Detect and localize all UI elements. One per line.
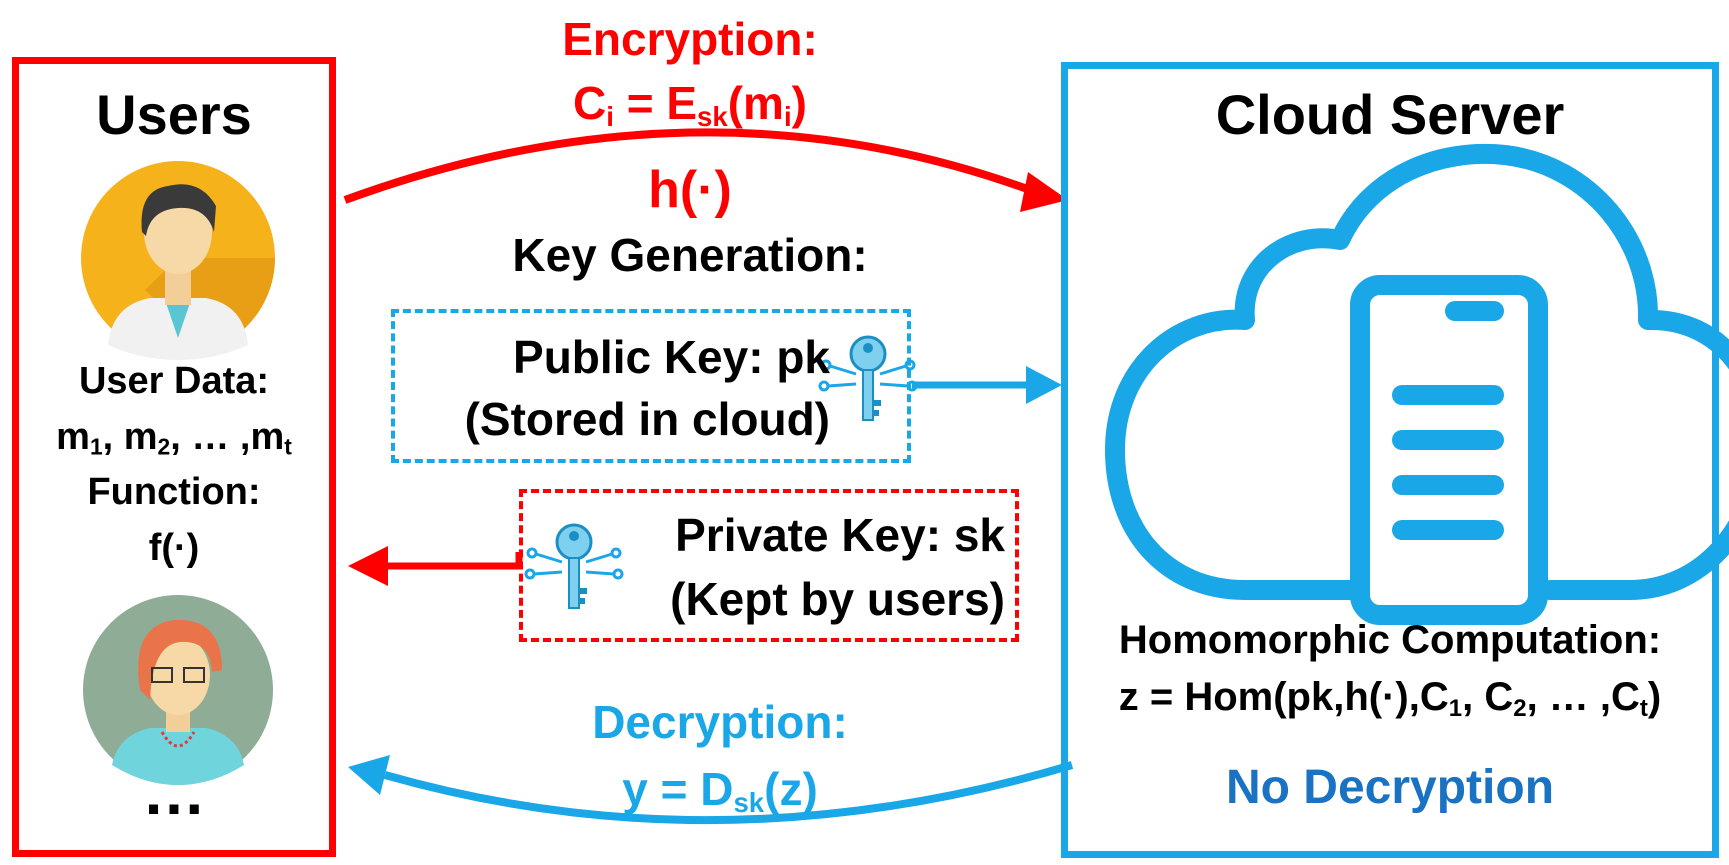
users-title: Users bbox=[96, 83, 252, 146]
private-key-box bbox=[519, 489, 1019, 642]
decryption-arrow bbox=[348, 755, 1074, 825]
encryption-label: Encryption: bbox=[562, 13, 818, 65]
users-panel bbox=[12, 57, 336, 857]
user-female-avatar-icon bbox=[83, 595, 273, 785]
more-users-ellipsis: … bbox=[142, 756, 206, 828]
key-generation-label: Key Generation: bbox=[512, 229, 868, 281]
server-icon bbox=[1350, 275, 1548, 625]
public-key-arrow bbox=[912, 366, 1062, 404]
user-data-label: User Data: bbox=[78, 360, 270, 402]
cloud-server-title: Cloud Server bbox=[1215, 83, 1565, 146]
cloud-icon bbox=[1105, 144, 1729, 600]
user-male-avatar-icon bbox=[81, 161, 275, 360]
hash-function-label: h(·) bbox=[648, 161, 732, 219]
public-key-box bbox=[391, 309, 911, 463]
cloud-server-panel bbox=[1061, 62, 1719, 858]
function-label: Function: bbox=[87, 471, 261, 513]
decryption-label: Decryption: bbox=[592, 696, 848, 748]
encryption-arrow bbox=[343, 128, 1068, 212]
user-data-sequence: m1, m2, … ,mt bbox=[56, 416, 292, 460]
homomorphic-computation-label: Homomorphic Computation: bbox=[1118, 618, 1662, 662]
function-value: f(·) bbox=[148, 527, 200, 569]
key-icon bbox=[524, 523, 624, 609]
public-key-label: Public Key: pk bbox=[513, 331, 830, 383]
decryption-formula: y = Dsk(z) bbox=[622, 763, 818, 818]
private-key-note: (Kept by users) bbox=[670, 573, 1005, 625]
no-decryption-note: No Decryption bbox=[1225, 761, 1555, 814]
private-key-arrow bbox=[348, 546, 523, 586]
homomorphic-computation-formula: z = Hom(pk,h(·),C1, C2, … ,Ct) bbox=[1118, 675, 1662, 722]
private-key-label: Private Key: sk bbox=[675, 509, 1005, 561]
encryption-formula: Ci = Esk(mi) bbox=[573, 77, 807, 132]
public-key-note: (Stored in cloud) bbox=[464, 393, 830, 445]
